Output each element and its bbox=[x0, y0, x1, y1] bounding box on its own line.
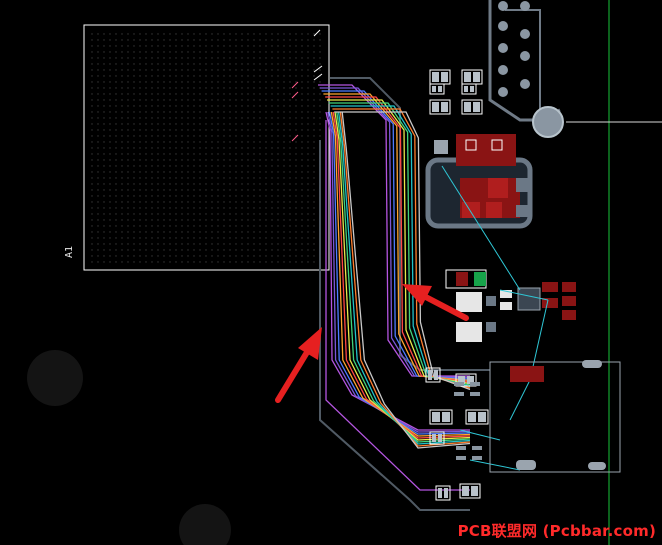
chip-pad bbox=[472, 446, 482, 450]
chip-pad bbox=[456, 446, 466, 450]
ic-cluster-middle[interactable] bbox=[445, 269, 576, 342]
passive-footprint[interactable] bbox=[459, 483, 481, 499]
passive-footprint[interactable] bbox=[465, 409, 489, 425]
chip-pad bbox=[454, 382, 464, 386]
passive-footprint[interactable] bbox=[429, 409, 453, 425]
chip-pad bbox=[472, 456, 482, 460]
chip-pad bbox=[456, 456, 466, 460]
passive-footprint[interactable] bbox=[435, 485, 451, 501]
chip-pad bbox=[470, 382, 480, 386]
bga-pin1-label: A1 bbox=[64, 245, 75, 258]
passive-cluster-bottom[interactable] bbox=[425, 367, 489, 501]
bga-corner-marks bbox=[313, 29, 323, 81]
watermark-text: PCB联盟网 (Pcbbar.com) bbox=[457, 522, 656, 540]
usb-connector[interactable] bbox=[489, 360, 621, 473]
chip-pad bbox=[454, 392, 464, 396]
passive-footprint[interactable] bbox=[425, 367, 441, 383]
red-arrow-icon bbox=[275, 327, 322, 403]
background-ghosts bbox=[27, 350, 231, 545]
mounting-hole bbox=[532, 106, 564, 138]
passive-footprint[interactable] bbox=[429, 431, 445, 445]
passive-footprint[interactable] bbox=[429, 83, 445, 95]
bga-ball-grid bbox=[91, 33, 321, 263]
passive-footprint[interactable] bbox=[429, 99, 451, 115]
chip-pad bbox=[470, 392, 480, 396]
passive-cluster-top[interactable] bbox=[429, 69, 483, 115]
passive-footprint[interactable] bbox=[455, 373, 477, 387]
connector-header[interactable] bbox=[488, 0, 564, 138]
bga-escape-marks bbox=[291, 81, 299, 142]
red-arrow-icon bbox=[402, 284, 469, 321]
passive-footprint[interactable] bbox=[461, 83, 477, 95]
passive-footprint[interactable] bbox=[461, 99, 483, 115]
annotation-arrows bbox=[275, 284, 469, 403]
power-module[interactable] bbox=[425, 134, 533, 229]
bga-component[interactable] bbox=[83, 24, 330, 271]
